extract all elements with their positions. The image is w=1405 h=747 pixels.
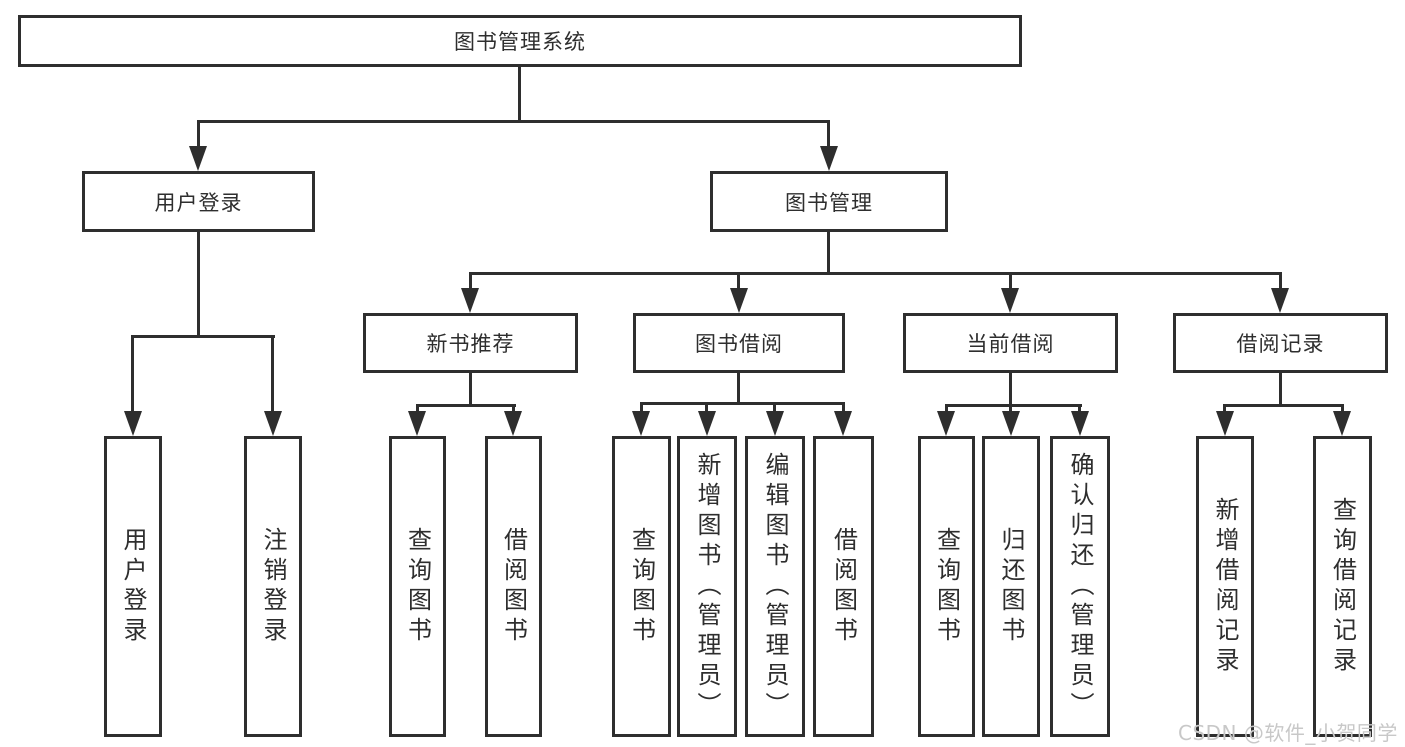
node-label: 图书管理 — [785, 190, 873, 215]
node-library-system: 图书管理系统 — [18, 15, 1022, 67]
connector-line — [131, 335, 275, 338]
arrow-down-icon — [408, 411, 426, 436]
arrow-down-icon — [461, 288, 479, 313]
arrow-down-icon — [1071, 411, 1089, 436]
csdn-watermark: CSDN @软件_小贺同学 — [1178, 721, 1398, 745]
connector-line — [1078, 404, 1081, 412]
node-leaf-edit-books-admin: 编辑图书（管理员） — [745, 436, 805, 737]
connector-line — [1009, 373, 1012, 404]
node-leaf-logout: 注销登录 — [244, 436, 302, 737]
node-leaf-borrow-books-recommend: 借阅图书 — [485, 436, 542, 737]
node-leaf-query-books-current: 查询图书 — [918, 436, 975, 737]
arrow-down-icon — [766, 411, 784, 436]
node-borrow-records: 借阅记录 — [1173, 313, 1388, 373]
arrow-down-icon — [1333, 411, 1351, 436]
connector-line — [469, 373, 472, 404]
node-label: 新书推荐 — [426, 332, 515, 356]
connector-line — [1341, 404, 1344, 412]
connector-line — [469, 272, 472, 290]
arrow-down-icon — [834, 411, 852, 436]
connector-line — [737, 373, 740, 403]
node-leaf-borrow-books-borrowing: 借阅图书 — [813, 436, 874, 737]
node-label: 新增图书（管理员） — [693, 451, 721, 722]
node-label: 查询借阅记录 — [1328, 496, 1357, 677]
connector-line — [416, 404, 419, 412]
node-new-book-recommend: 新书推荐 — [363, 313, 578, 373]
arrow-down-icon — [730, 288, 748, 313]
node-leaf-return-books: 归还图书 — [982, 436, 1040, 737]
node-label: 用户登录 — [154, 190, 243, 215]
node-label: 注销登录 — [259, 526, 287, 647]
arrow-down-icon — [820, 146, 838, 171]
arrow-down-icon — [264, 411, 282, 436]
connector-line — [945, 404, 1082, 407]
arrow-down-icon — [124, 411, 142, 436]
arrow-down-icon — [698, 411, 716, 436]
node-current-borrowing: 当前借阅 — [903, 313, 1118, 373]
connector-line — [842, 402, 845, 412]
arrow-down-icon — [1002, 411, 1020, 436]
arrow-down-icon — [1216, 411, 1234, 436]
connector-line — [197, 120, 200, 150]
node-label: 查询图书 — [403, 526, 432, 647]
node-leaf-query-books-recommend: 查询图书 — [389, 436, 446, 737]
node-leaf-query-borrow-record: 查询借阅记录 — [1313, 436, 1372, 737]
connector-line — [512, 404, 515, 412]
connector-line — [1279, 373, 1282, 404]
connector-line — [518, 67, 521, 120]
connector-line — [131, 335, 134, 412]
arrow-down-icon — [1001, 288, 1019, 313]
connector-line — [469, 272, 1282, 275]
node-label: 新增借阅记录 — [1211, 496, 1239, 677]
arrow-down-icon — [504, 411, 522, 436]
connector-line — [827, 120, 830, 150]
node-label: 用户登录 — [119, 526, 147, 647]
connector-line — [705, 402, 708, 412]
connector-line — [827, 232, 830, 272]
node-label: 借阅记录 — [1236, 332, 1325, 356]
node-label: 确认归还（管理员） — [1066, 451, 1094, 722]
node-leaf-add-borrow-record: 新增借阅记录 — [1196, 436, 1254, 737]
connector-line — [1009, 404, 1012, 412]
node-label: 借阅图书 — [829, 526, 858, 647]
arrow-down-icon — [189, 146, 207, 171]
connector-line — [640, 402, 844, 405]
connector-line — [271, 335, 274, 412]
node-leaf-confirm-return-admin: 确认归还（管理员） — [1050, 436, 1110, 737]
node-label: 归还图书 — [997, 526, 1025, 647]
arrow-down-icon — [632, 411, 650, 436]
connector-line — [945, 404, 948, 412]
node-leaf-user-login: 用户登录 — [104, 436, 162, 737]
connector-line — [773, 402, 776, 412]
node-leaf-add-books-admin: 新增图书（管理员） — [677, 436, 737, 737]
node-label: 查询图书 — [932, 526, 961, 647]
node-label: 借阅图书 — [499, 526, 528, 647]
arrow-down-icon — [1271, 288, 1289, 313]
connector-line — [737, 272, 740, 290]
node-label: 图书管理系统 — [454, 30, 586, 54]
node-label: 查询图书 — [627, 526, 656, 647]
connector-line — [416, 404, 516, 407]
node-label: 图书借阅 — [695, 332, 783, 356]
node-label: 编辑图书（管理员） — [761, 451, 789, 722]
connector-line — [1223, 404, 1344, 407]
arrow-down-icon — [937, 411, 955, 436]
node-book-borrowing: 图书借阅 — [633, 313, 845, 373]
node-book-management: 图书管理 — [710, 171, 948, 232]
connector-line — [197, 120, 830, 123]
node-leaf-query-books-borrowing: 查询图书 — [612, 436, 671, 737]
connector-line — [1279, 272, 1282, 290]
connector-line — [197, 232, 200, 335]
node-label: 当前借阅 — [966, 332, 1055, 356]
connector-line — [1009, 272, 1012, 290]
node-user-login: 用户登录 — [82, 171, 315, 232]
connector-line — [640, 402, 643, 412]
connector-line — [1223, 404, 1226, 412]
